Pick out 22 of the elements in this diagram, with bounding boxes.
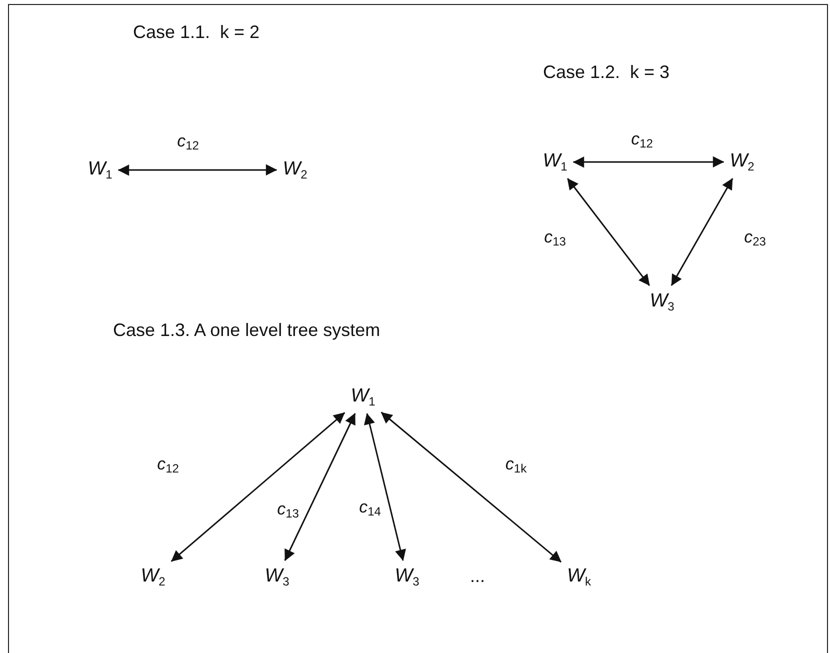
double-arrow (380, 412, 562, 563)
node-label: W$_{3}$ (648, 290, 676, 314)
ellipsis: ... (470, 566, 486, 587)
case-heading: Case 1.3. A one level tree system (113, 320, 380, 341)
node-label: W$_{1}$ (86, 158, 114, 182)
double-arrow (170, 412, 346, 562)
node-label: W$_{2}$ (280, 158, 310, 182)
double-arrow (572, 156, 724, 168)
double-arrow (567, 178, 650, 286)
case-heading: Case 1.1. k = 2 (133, 22, 260, 43)
node-label: W$_{1}$ (540, 150, 570, 174)
double-arrow (284, 413, 356, 561)
node-label: W$_{1}$ (348, 384, 378, 410)
double-arrow (364, 413, 406, 561)
node-label: W$_{2}$ (138, 564, 168, 590)
node-label: W$_{3}$ (262, 564, 292, 590)
double-arrow (118, 164, 278, 176)
node-label: W$_{2}$ (728, 150, 756, 174)
node-label: W$_{k}$ (565, 564, 593, 590)
double-arrow (670, 178, 734, 286)
node-label: W$_{3}$ (392, 564, 422, 590)
case-heading: Case 1.2. k = 3 (543, 62, 670, 83)
